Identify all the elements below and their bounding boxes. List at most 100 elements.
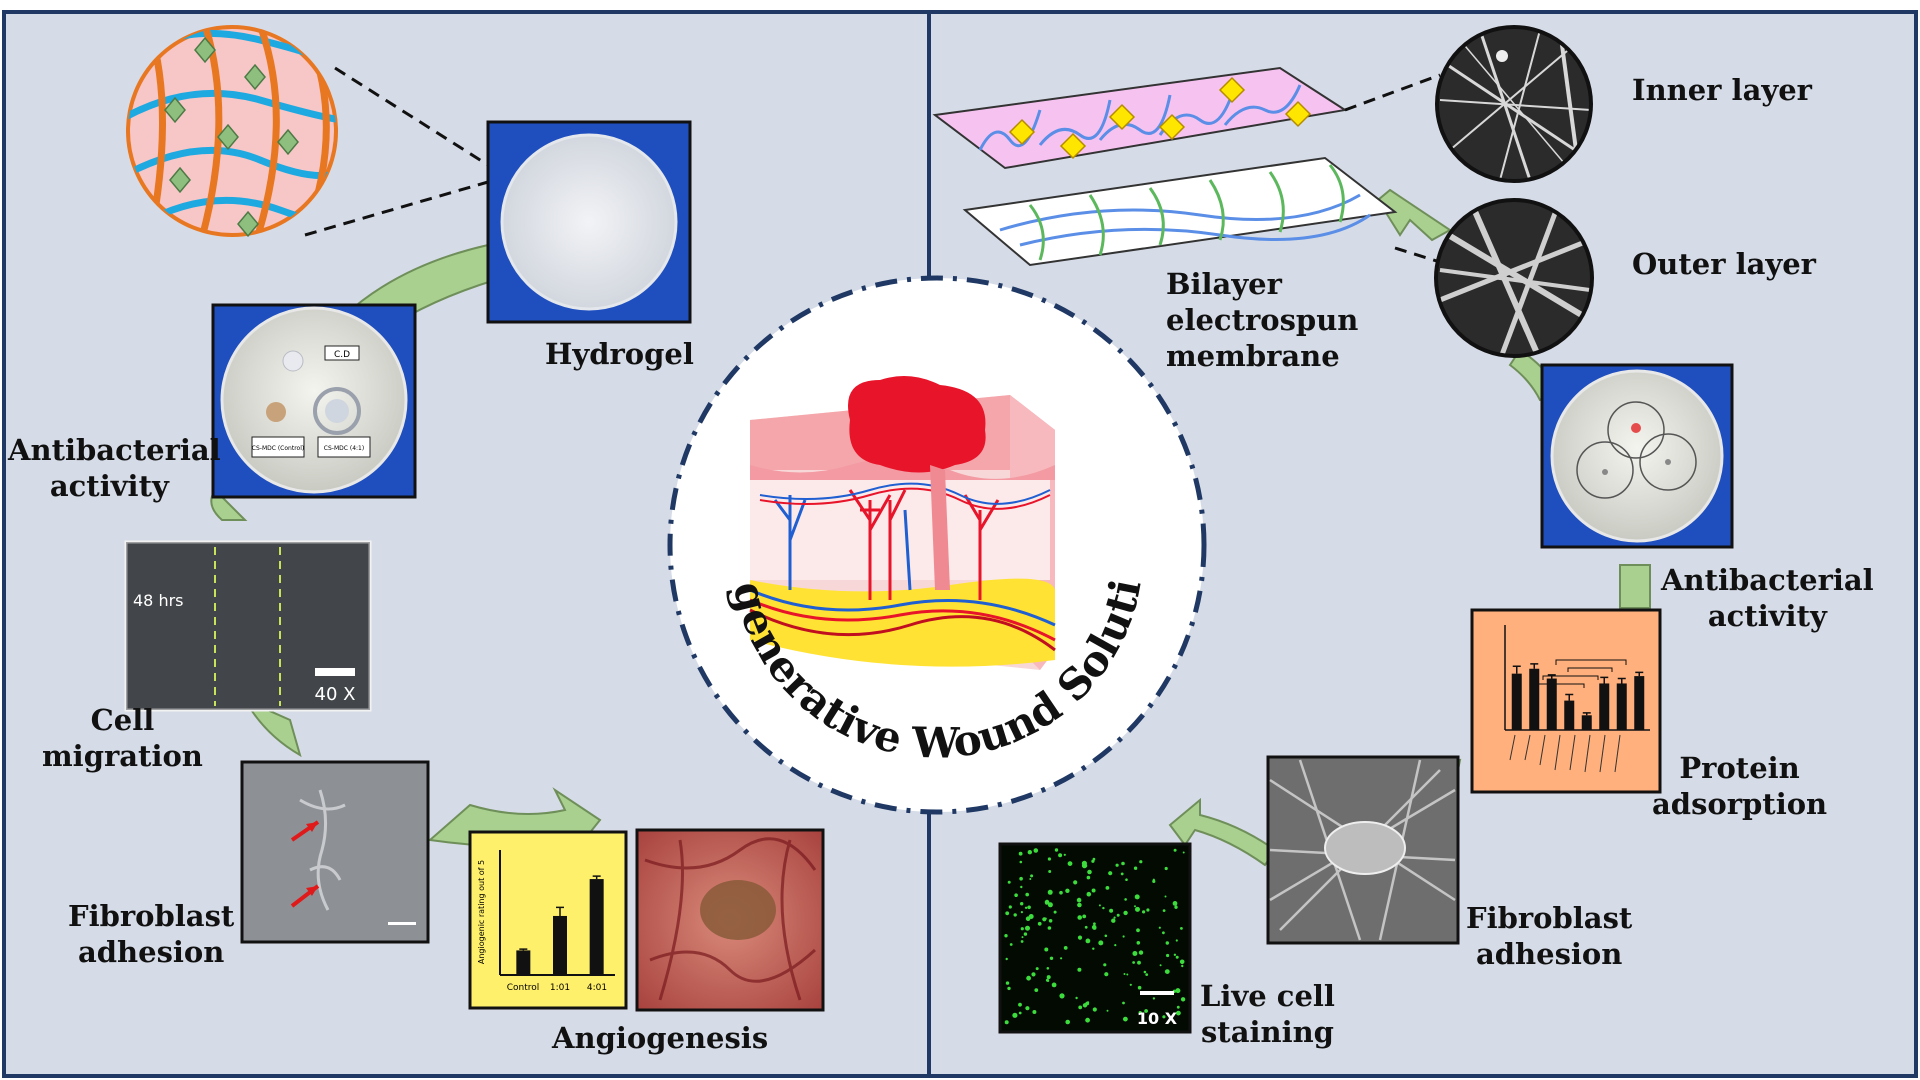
live-cell-dot [1020,911,1024,914]
protein-bar-4 [1581,715,1592,730]
live-cell-dot [1025,925,1030,931]
live-cell-dot [1044,947,1049,952]
live-cell-dot [1004,934,1008,938]
protein-error-bar-2 [1547,674,1556,679]
live-cell-dot [1018,1011,1022,1015]
live-cell-dot [1054,848,1059,852]
angio-error-bar-0 [519,948,528,951]
protein-bar-3 [1564,700,1575,730]
live-cell-dot [1132,961,1135,964]
live-cell-dot [1065,1019,1070,1025]
label-membrane-line3: membrane [1166,339,1340,373]
label-inner-layer-text: Inner layer [1632,73,1812,107]
outer-layer-sem [1434,198,1594,358]
live-cell-staining-image: 10 X [998,842,1192,1034]
live-cell-dot [1102,906,1105,910]
angio-category-control: Control [507,983,540,993]
live-cell-dot [1135,906,1140,912]
live-cell-dot [1029,878,1032,880]
live-cell-dot [1164,866,1168,871]
protein-bar-7 [1634,676,1645,730]
live-cell-dot [1086,875,1091,880]
live-cell-dot [1182,851,1185,854]
live-cell-dot [1125,878,1128,881]
label-fibroblast-right-line2: adhesion [1475,937,1623,971]
live-cell-dot [1027,850,1033,855]
label-cell-migration-line1: Cell [90,703,155,737]
live-cell-dot [1025,1006,1030,1011]
live-cell-dot [1048,919,1053,923]
live-cell-dot [1081,860,1087,866]
live-cell-dot [1091,888,1096,893]
live-cell-dot [1008,905,1012,909]
live-cell-dot [1044,917,1047,920]
angio-bar-1 [553,915,567,975]
live-cell-dot [1092,1007,1097,1012]
live-cell-dot [1173,848,1177,852]
live-cell-dot [1077,935,1083,940]
angio-error-bar-2 [592,875,601,880]
live-cell-dot [1077,915,1082,920]
live-cell-dot [1164,969,1170,974]
angio-y-label: Angiogenic rating out of 5 [477,860,486,964]
protein-bar-0 [1511,673,1522,730]
angio-bar-2 [589,879,604,975]
label-membrane-line1: Bilayer [1166,267,1282,301]
live-cell-dot [1106,1009,1109,1012]
live-cell-dot [1162,1015,1166,1019]
live-cell-dot [1020,940,1024,943]
live-cell-dot [1018,1002,1022,1007]
live-cell-dot [1084,925,1088,929]
label-antibacterial-left: Antibacterial activity [8,432,221,504]
live-cell-dot [1175,939,1178,942]
live-cell-dot [1020,885,1023,889]
live-cell-dot [1047,926,1052,930]
live-cell-dot [1077,967,1082,972]
live-cell-dot [1114,944,1117,947]
live-cell-dot [1137,985,1142,990]
live-cell-dot [1162,931,1165,935]
protein-bar-2 [1546,678,1557,730]
live-cell-dot [1063,946,1068,950]
protein-adsorption-chart [1470,608,1662,794]
label-fibroblast-left-line1: Fibroblast [68,899,235,933]
live-cell-dot [1059,890,1063,895]
live-cell-dot [1024,906,1028,909]
live-cell-dot [1137,960,1141,965]
angio-category-1-01: 1:01 [550,983,570,993]
live-cell-dot [1164,895,1167,898]
live-cell-dot [1037,921,1042,926]
live-cell-dot [1158,926,1161,929]
live-cell-dot [1162,909,1166,912]
live-cell-dot [1124,898,1127,901]
live-cell-dot [1065,888,1070,893]
live-cell-dot [1023,932,1028,936]
live-cell-dot [1098,904,1101,907]
live-cell-dot [1047,857,1051,861]
protein-bar-6 [1616,683,1627,730]
live-cell-dot [1138,1011,1142,1015]
live-cell-dot [1122,935,1125,938]
live-cell-dot [1007,986,1011,991]
live-cell-dot [1031,972,1036,977]
label-inner-layer: Inner layer [1632,72,1812,108]
label-live-cell-line2: staining [1200,1015,1334,1049]
live-cell-dot [1021,936,1024,939]
live-cell-dot [1027,905,1031,910]
live-cell-dot [1091,859,1095,863]
protein-error-bar-6 [1617,677,1626,684]
live-cell-dot [1073,880,1078,885]
live-cell-dot [1109,908,1114,913]
live-cell-dot [1059,993,1065,999]
live-cell-dot [1179,959,1185,965]
live-cell-dot [1082,1003,1088,1008]
label-cell-migration: Cell migration [42,702,203,774]
protein-error-bar-5 [1600,676,1609,684]
label-hydrogel-text: Hydrogel [545,337,694,371]
protein-error-bar-7 [1635,671,1644,677]
live-cell-dot [1136,928,1140,933]
live-cell-dot [1133,866,1138,870]
live-cell-dot [1046,967,1050,970]
live-cell-dot [1087,869,1092,875]
live-cell-dot [1146,908,1150,912]
